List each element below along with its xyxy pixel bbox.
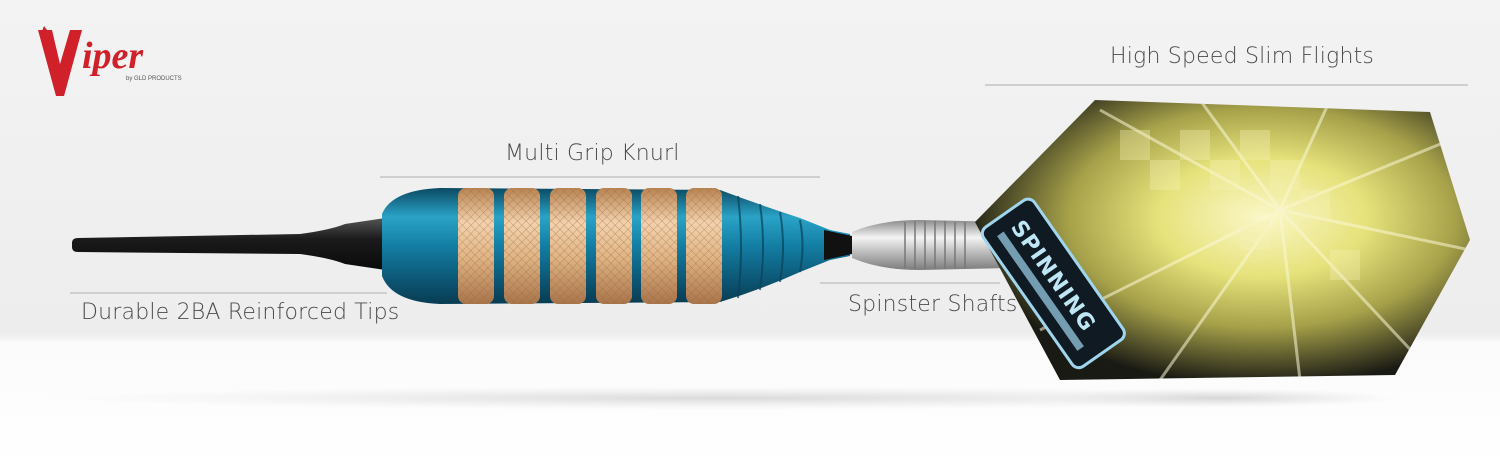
dart-shadow (40, 386, 1400, 410)
flights-label: High Speed Slim Flights (1110, 44, 1375, 69)
shafts-rule (820, 282, 1000, 284)
viper-fang-icon (38, 30, 82, 96)
flights-rule (985, 84, 1468, 86)
grip-rule (380, 176, 820, 178)
viper-logo: iper by GLD PRODUCTS (38, 26, 182, 96)
grip-label: Multi Grip Knurl (505, 141, 680, 166)
svg-text:by GLD PRODUCTS: by GLD PRODUCTS (126, 76, 182, 82)
slim-flight: SPINNING (975, 100, 1470, 380)
knurl-bands (458, 188, 722, 304)
svg-text:iper: iper (82, 35, 144, 77)
shafts-label: Spinster Shafts (848, 292, 1018, 317)
soft-tip (72, 218, 385, 270)
tips-label: Durable 2BA Reinforced Tips (81, 300, 400, 325)
barrel (382, 188, 852, 304)
tips-rule (70, 292, 387, 294)
